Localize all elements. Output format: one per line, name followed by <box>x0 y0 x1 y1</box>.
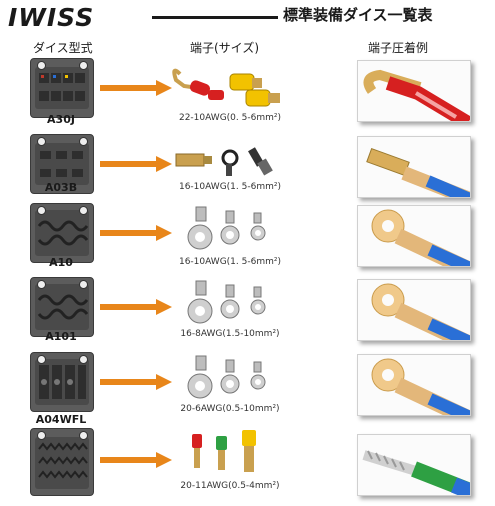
terminal-samples-icon <box>172 68 280 107</box>
screw-hole <box>79 280 88 289</box>
arrow-icon <box>100 225 172 241</box>
screw-hole <box>37 206 46 215</box>
terminal-size-spec: 22-10AWG(0. 5-6mm²) <box>178 113 281 123</box>
terminal-samples-icon <box>187 355 266 399</box>
screw-hole <box>79 355 88 364</box>
screw-hole <box>37 431 46 440</box>
terminal-samples-icon <box>187 206 266 250</box>
die-row-a101: A101 16-8AWG(1.5-10mm²) <box>0 277 495 355</box>
die-image-a04wfl <box>30 352 94 412</box>
terminal-size-spec: 20-6AWG(0.5-10mm²) <box>180 404 280 414</box>
crimp-example-image <box>357 136 471 198</box>
arrow-icon <box>100 452 172 468</box>
title-rule <box>152 16 278 19</box>
screw-hole <box>79 206 88 215</box>
terminal-samples-icon <box>187 280 266 324</box>
brand-logo: IWISS <box>8 3 95 32</box>
die-row-a30j: A30J 22-10AWG(0. 5-6mm²) <box>0 58 495 136</box>
terminal-size-spec: 16-10AWG(1. 5-6mm²) <box>178 182 281 192</box>
die-row-ferrule: 20-11AWG(0.5-4mm²) <box>0 428 495 506</box>
crimp-example-image <box>357 205 471 267</box>
die-image-a03b <box>30 134 94 194</box>
arrow-icon <box>100 80 172 96</box>
terminal-size-spec: 16-8AWG(1.5-10mm²) <box>180 329 280 339</box>
screw-hole <box>37 61 46 70</box>
die-model-label: A10 <box>49 256 73 269</box>
die-image-a30j <box>30 58 94 118</box>
crimp-example-image <box>357 434 471 496</box>
arrow-icon <box>100 374 172 390</box>
die-image-a101 <box>30 277 94 337</box>
column-header-terminal: 端子(サイズ) <box>190 41 260 55</box>
crimp-example-image <box>357 354 471 416</box>
screw-hole <box>37 355 46 364</box>
crimp-example-image <box>357 60 471 122</box>
terminal-samples-icon <box>175 147 273 176</box>
screw-hole <box>79 61 88 70</box>
screw-hole <box>79 137 88 146</box>
terminal-size-spec: 20-11AWG(0.5-4mm²) <box>180 481 280 491</box>
screw-hole <box>37 280 46 289</box>
screw-hole <box>37 137 46 146</box>
terminal-samples-icon <box>192 430 256 472</box>
crimp-example-image <box>357 279 471 341</box>
die-image-a10 <box>30 203 94 263</box>
page-title: 標準装備ダイス一覧表 <box>283 6 433 24</box>
arrow-icon <box>100 299 172 315</box>
die-row-a04wfl: A04WFL 20-6AWG(0.5-10mm²) <box>0 352 495 430</box>
die-model-label: A101 <box>45 330 77 343</box>
die-row-a03b: A03B 16-10AWG(1. 5-6mm²) <box>0 134 495 212</box>
screw-hole <box>79 431 88 440</box>
die-image-ferrule <box>30 428 94 496</box>
die-row-a10: A10 16-10AWG(1. 5-6mm²) <box>0 203 495 281</box>
column-header-crimped: 端子圧着例 <box>368 41 429 55</box>
terminal-size-spec: 16-10AWG(1. 5-6mm²) <box>178 257 281 267</box>
die-model-label: A04WFL <box>35 413 87 426</box>
die-model-label: A30J <box>47 113 75 126</box>
die-model-label: A03B <box>44 181 78 194</box>
arrow-icon <box>100 156 172 172</box>
column-header-die: ダイス型式 <box>33 41 93 55</box>
